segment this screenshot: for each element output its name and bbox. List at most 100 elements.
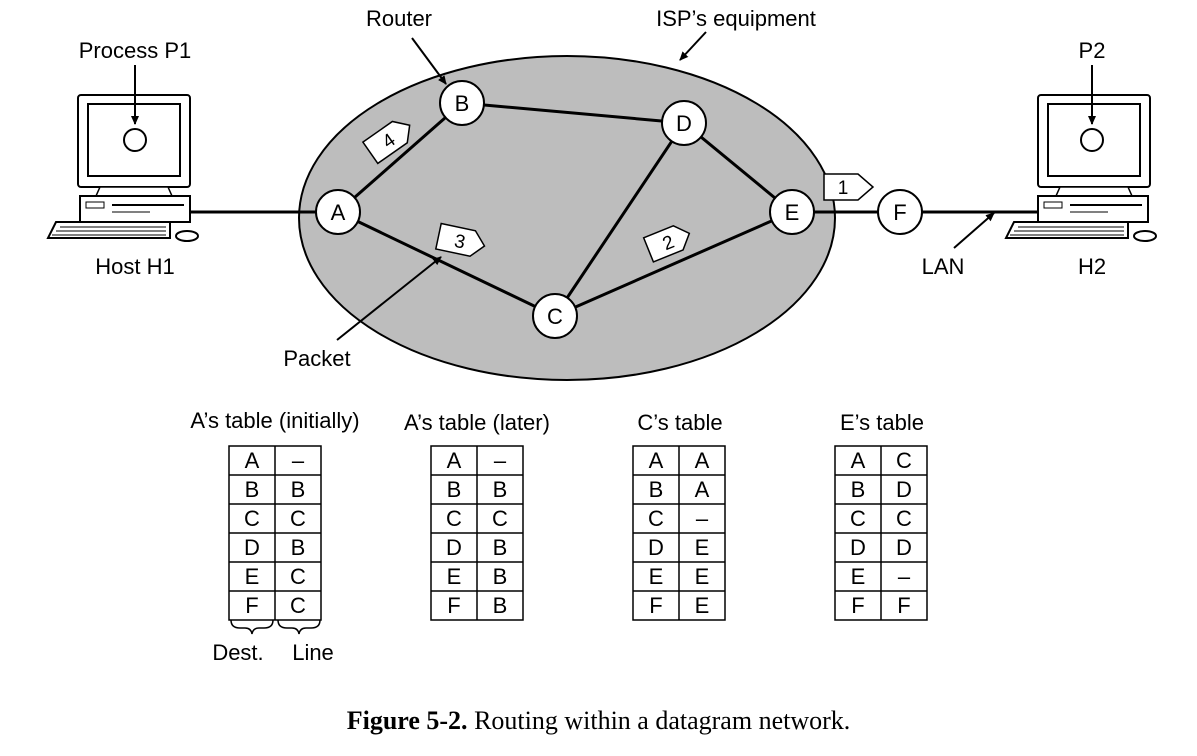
- routing-table-e: E’s table: [840, 410, 924, 435]
- process-p1-icon: [123, 128, 147, 152]
- table-cell-line: C: [290, 564, 306, 589]
- table-cell-destination: F: [851, 593, 864, 618]
- table-cell-destination: F: [245, 593, 258, 618]
- table-cell-destination: C: [850, 506, 866, 531]
- table-cell-line: –: [898, 564, 911, 589]
- table-cell-destination: D: [648, 535, 664, 560]
- table-cell-line: B: [493, 535, 508, 560]
- routing-table-a-later: A’s table (later): [404, 410, 550, 435]
- table-cell-destination: A: [649, 448, 664, 473]
- isp-equipment-label: ISP’s equipment: [656, 6, 816, 31]
- table-cell-destination: A: [447, 448, 462, 473]
- table-cell-line: B: [291, 535, 306, 560]
- table-cell-destination: E: [447, 564, 462, 589]
- table-cell-line: B: [291, 477, 306, 502]
- packet-1: 1: [823, 173, 875, 201]
- router-e-label: E: [785, 200, 800, 225]
- table-cell-destination: F: [447, 593, 460, 618]
- dest-column-label: Dest.: [212, 640, 263, 665]
- link-c-e: [554, 210, 793, 318]
- table-cell-destination: E: [851, 564, 866, 589]
- packet-4: 4: [361, 120, 411, 165]
- table-title: C’s table: [637, 410, 722, 435]
- table-cell-line: F: [897, 593, 910, 618]
- router-c: C: [532, 293, 578, 339]
- router-f: F: [877, 189, 923, 235]
- table-cell-destination: A: [851, 448, 866, 473]
- arrow-lan: [953, 212, 995, 249]
- packet-1-label: 1: [838, 178, 849, 199]
- router-a-label: A: [331, 200, 346, 225]
- routing-table-a-initial: A’s table (initially): [190, 408, 359, 433]
- link-a-c: [337, 210, 556, 318]
- table-cell-destination: A: [245, 448, 260, 473]
- packet-3: 3: [434, 222, 486, 258]
- packet-2: 2: [642, 225, 691, 263]
- table-cell-line: B: [493, 564, 508, 589]
- table-cell-line: –: [494, 448, 507, 473]
- table-cell-line: D: [896, 535, 912, 560]
- table-cell-line: C: [492, 506, 508, 531]
- host-h2-computer-icon: [1004, 94, 1157, 242]
- table-cell-destination: C: [244, 506, 260, 531]
- process-p2-icon: [1080, 128, 1104, 152]
- table-title: A’s table (later): [404, 410, 550, 435]
- table-cell-line: B: [493, 477, 508, 502]
- table-cell-line: C: [896, 506, 912, 531]
- table-cell-line: –: [696, 506, 709, 531]
- table-cell-destination: B: [447, 477, 462, 502]
- table-cell-line: E: [695, 593, 710, 618]
- routing-table-c: C’s table: [637, 410, 722, 435]
- h2-label: H2: [1078, 254, 1106, 279]
- packet-3-label: 3: [452, 231, 467, 254]
- router-d: D: [661, 100, 707, 146]
- table-cell-line: B: [493, 593, 508, 618]
- router-b: B: [439, 80, 485, 126]
- table-cell-destination: B: [851, 477, 866, 502]
- table-cell-destination: D: [850, 535, 866, 560]
- table-cell-line: C: [896, 448, 912, 473]
- router-callout-label: Router: [366, 6, 432, 31]
- link-b-d: [461, 101, 685, 125]
- arrow-router: [411, 37, 447, 85]
- table-cell-destination: C: [648, 506, 664, 531]
- table-cell-destination: E: [245, 564, 260, 589]
- table-cell-line: C: [290, 593, 306, 618]
- table-cell-destination: D: [244, 535, 260, 560]
- mouse-icon: [175, 230, 199, 242]
- mouse-icon: [1133, 230, 1157, 242]
- table-cell-line: E: [695, 564, 710, 589]
- figure-caption: Figure 5-2. Routing within a datagram ne…: [0, 706, 1197, 736]
- figure-caption-text: Routing within a datagram network.: [474, 706, 851, 735]
- table-cell-line: –: [292, 448, 305, 473]
- p2-label: P2: [1079, 38, 1106, 63]
- router-f-label: F: [893, 200, 906, 225]
- table-cell-line: D: [896, 477, 912, 502]
- router-a: A: [315, 189, 361, 235]
- process-p1-label: Process P1: [79, 38, 192, 63]
- router-d-label: D: [676, 111, 692, 136]
- routing-diagram: A B C D E F 1 2 3 4: [46, 6, 1157, 665]
- table-cell-destination: D: [446, 535, 462, 560]
- table-cell-destination: C: [446, 506, 462, 531]
- arrow-packet: [336, 256, 442, 341]
- table-cell-line: C: [290, 506, 306, 531]
- line-column-label: Line: [292, 640, 334, 665]
- table-cell-line: E: [695, 535, 710, 560]
- table-cell-destination: E: [649, 564, 664, 589]
- link-d-c: [553, 122, 686, 317]
- packet-callout-label: Packet: [283, 346, 350, 371]
- host-h1-label: Host H1: [95, 254, 174, 279]
- router-b-label: B: [455, 91, 470, 116]
- column-braces: [230, 619, 321, 635]
- figure-number: Figure 5-2.: [346, 706, 468, 735]
- table-cell-line: A: [695, 477, 710, 502]
- table-cell-destination: B: [245, 477, 260, 502]
- router-c-label: C: [547, 304, 563, 329]
- callout-arrows: [131, 31, 1096, 341]
- table-cell-line: A: [695, 448, 710, 473]
